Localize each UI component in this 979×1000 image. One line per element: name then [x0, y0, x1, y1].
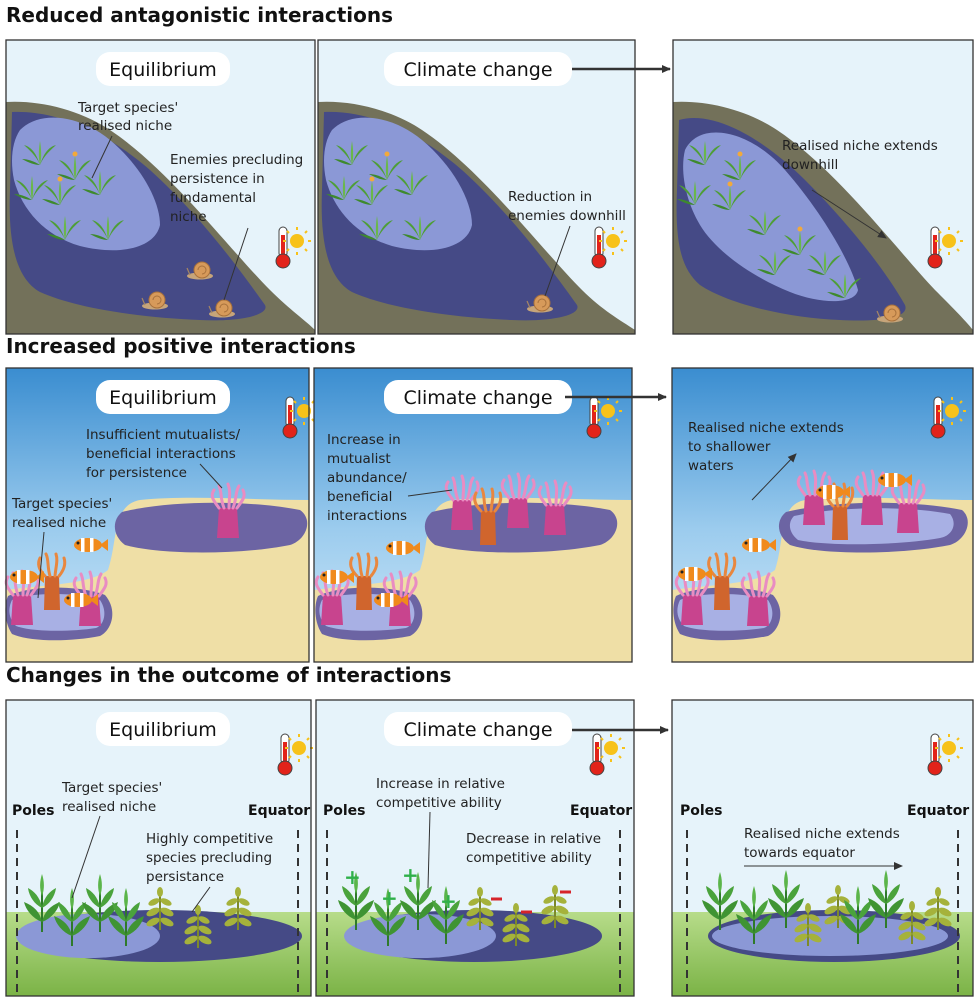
label-shallower-2: to shallower [688, 439, 771, 455]
label-decrease-competitive-1: Decrease in relative [466, 831, 601, 847]
plus-markers: ++ ++ [344, 863, 457, 913]
label-increase-mutualist-2: mutualist [327, 451, 391, 467]
label-reduction-1: Reduction in [508, 189, 592, 205]
label-increase-mutualist-1: Increase in [327, 432, 401, 448]
label-decrease-competitive-2: competitive ability [466, 850, 592, 866]
label-increase-mutualist-5: interactions [327, 508, 407, 524]
label-enemies-3: fundamental [170, 190, 256, 206]
minus-markers [491, 890, 571, 914]
label-extends-downhill-1: Realised niche extends [782, 138, 938, 154]
label-poles: Poles [323, 803, 366, 819]
label-extends-downhill-2: downhill [782, 157, 838, 173]
panel-antagonistic-outcome: Realised niche extends downhill [672, 39, 974, 335]
panel-outcome-climate-change: ++ ++ Climate change Poles Equator Incre… [315, 699, 635, 997]
label-enemies-4: niche [170, 209, 207, 225]
badge-equilibrium: Equilibrium [109, 719, 217, 741]
label-equator: Equator [907, 803, 969, 819]
label-target-niche-2: realised niche [78, 118, 172, 134]
label-insufficient-2: beneficial interactions [86, 446, 236, 462]
svg-text:+: + [344, 865, 361, 889]
panel-positive-outcome: Realised niche extends to shallower wate… [671, 367, 974, 663]
label-target-niche-2: realised niche [62, 799, 156, 815]
label-extends-equator-2: towards equator [744, 845, 855, 861]
label-competitive-1: Highly competitive [146, 831, 273, 847]
badge-climate-change: Climate change [403, 59, 552, 81]
label-shallower-3: waters [688, 458, 734, 474]
panel-positive-equilibrium: Equilibrium Insufficient mutualists/ ben… [4, 367, 319, 663]
label-competitive-2: species precluding [146, 850, 272, 866]
label-insufficient-1: Insufficient mutualists/ [86, 427, 240, 443]
label-increase-competitive-2: competitive ability [376, 795, 502, 811]
badge-climate-change: Climate change [403, 387, 552, 409]
label-poles: Poles [12, 803, 55, 819]
label-enemies-2: persistence in [170, 171, 265, 187]
label-shallower-1: Realised niche extends [688, 420, 844, 436]
label-insufficient-3: for persistence [86, 465, 187, 481]
panel-antagonistic-equilibrium: Equilibrium Target species' realised nic… [5, 39, 316, 335]
badge-equilibrium: Equilibrium [109, 387, 217, 409]
panel-outcome-result: Poles Equator Realised niche extends tow… [671, 699, 974, 997]
label-equator: Equator [570, 803, 632, 819]
section-title-positive: Increased positive interactions [6, 334, 356, 358]
svg-text:+: + [381, 886, 398, 910]
label-target-niche-1: Target species' [11, 496, 112, 512]
panel-outcome-equilibrium: Equilibrium Poles Equator Target species… [5, 699, 314, 997]
label-reduction-2: enemies downhill [508, 208, 626, 224]
section-title-outcome: Changes in the outcome of interactions [6, 663, 451, 687]
label-target-niche-2: realised niche [12, 515, 106, 531]
label-increase-competitive-1: Increase in relative [376, 776, 505, 792]
panel-positive-climate-change: Climate change Increase in mutualist abu… [313, 367, 633, 663]
label-target-niche-1: Target species' [77, 100, 178, 116]
label-poles: Poles [680, 803, 723, 819]
label-enemies-1: Enemies precluding [170, 152, 303, 168]
panel-antagonistic-climate-change: Climate change Reduction in enemies down… [317, 39, 636, 335]
section-title-antagonistic: Reduced antagonistic interactions [6, 3, 393, 27]
svg-text:+: + [440, 889, 457, 913]
label-increase-mutualist-4: beneficial [327, 489, 392, 505]
label-extends-equator-1: Realised niche extends [744, 826, 900, 842]
badge-equilibrium: Equilibrium [109, 59, 217, 81]
badge-climate-change: Climate change [403, 719, 552, 741]
label-competitive-3: persistance [146, 869, 224, 885]
label-target-niche-1: Target species' [61, 780, 162, 796]
label-increase-mutualist-3: abundance/ [327, 470, 407, 486]
svg-text:+: + [402, 863, 419, 887]
label-equator: Equator [248, 803, 310, 819]
